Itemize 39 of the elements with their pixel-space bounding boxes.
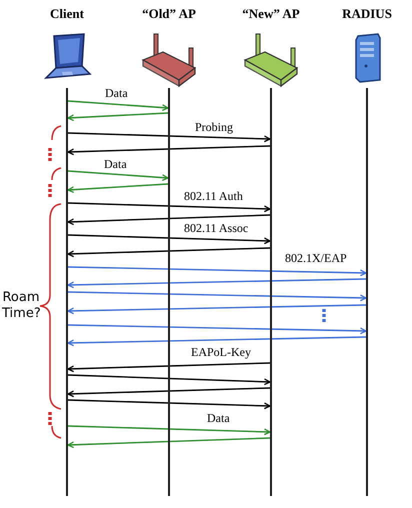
message-arrow xyxy=(67,336,366,346)
lifeline xyxy=(366,88,368,496)
lifeline xyxy=(66,88,68,496)
actor-title: “New” AP xyxy=(242,6,300,22)
message-arrow xyxy=(67,145,270,156)
edge-label: Data xyxy=(206,411,231,425)
message-arrow xyxy=(67,362,270,372)
edge-label: 802.1X/EAP xyxy=(284,251,348,265)
edge-label: Probing xyxy=(194,120,234,134)
lifeline xyxy=(168,88,170,496)
message-arrow xyxy=(67,183,168,194)
message-arrow xyxy=(67,247,270,258)
message-arrow xyxy=(68,234,271,244)
message-arrow xyxy=(67,437,270,448)
edge-label: 802.11 Assoc xyxy=(183,221,250,235)
message-arrow xyxy=(68,266,367,276)
message-arrow xyxy=(67,112,168,122)
message-arrow xyxy=(67,387,270,398)
message-arrow xyxy=(68,170,169,182)
edge-label: EAPoL-Key xyxy=(190,345,252,359)
actor-title: “Old” AP xyxy=(142,6,196,22)
lifeline xyxy=(270,88,272,496)
message-arrow xyxy=(68,100,169,112)
edge-label: Data xyxy=(104,86,129,100)
message-arrow xyxy=(67,214,270,226)
message-arrow xyxy=(68,399,271,410)
message-arrow xyxy=(68,324,367,334)
edge-label: 802.11 Auth xyxy=(183,189,244,203)
edge-label: Data xyxy=(103,157,128,171)
actor-title: Client xyxy=(50,6,84,22)
message-arrow xyxy=(68,132,271,142)
message-arrow xyxy=(68,374,271,386)
message-arrow xyxy=(67,304,366,314)
message-arrow xyxy=(68,202,271,212)
message-arrow xyxy=(67,278,366,288)
message-arrow xyxy=(68,291,367,302)
annotation-text: Roam Time? xyxy=(2,290,40,322)
message-arrow xyxy=(68,425,271,436)
actor-title: RADIUS xyxy=(342,6,392,22)
